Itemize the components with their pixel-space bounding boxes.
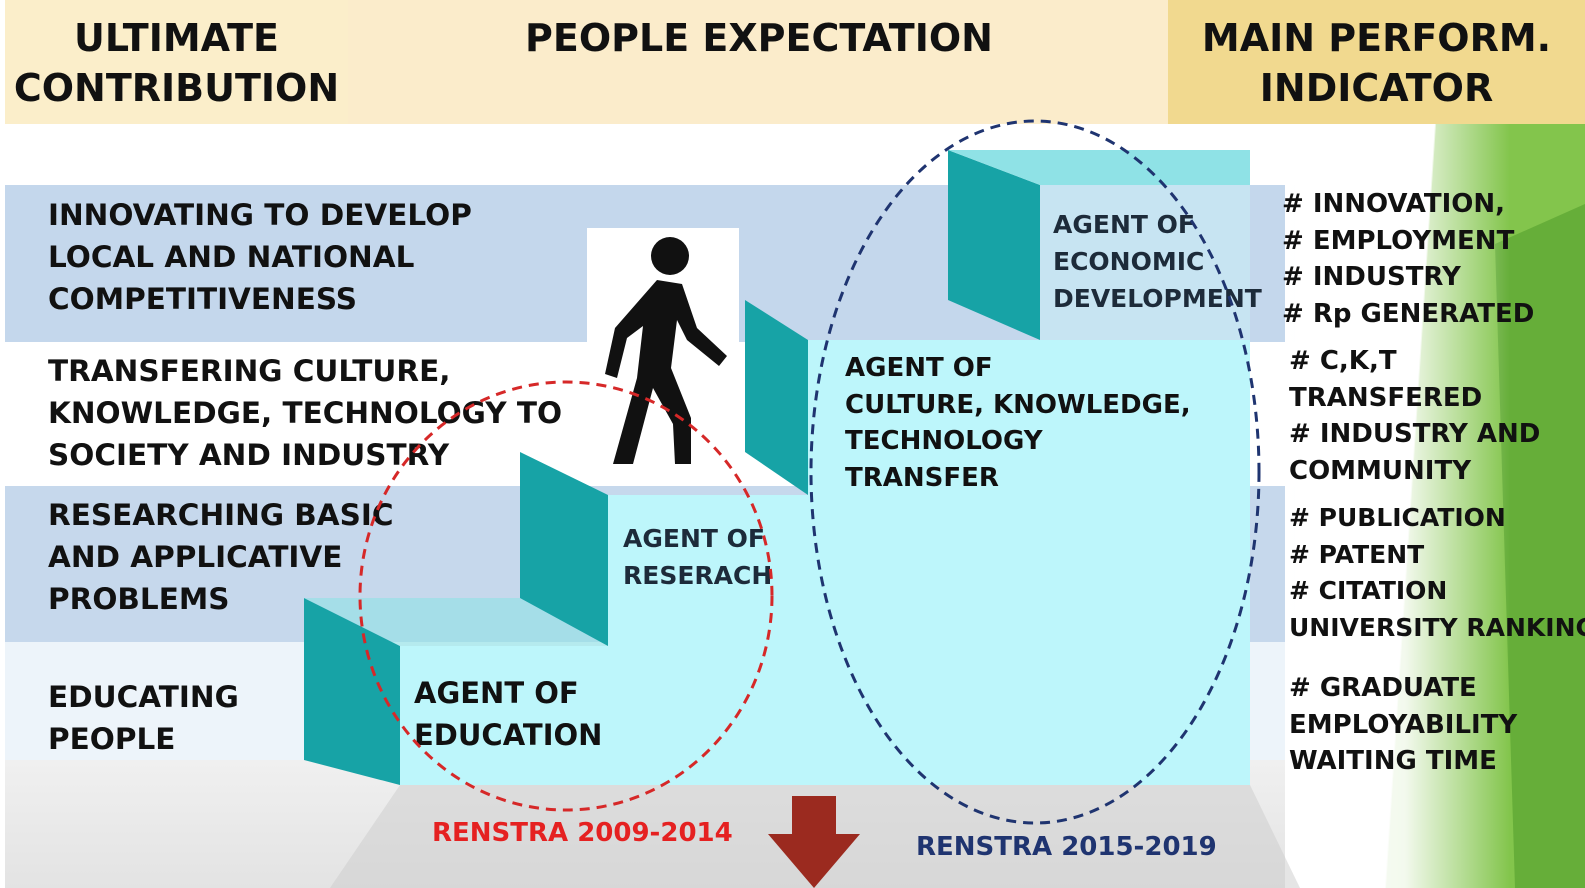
indicator-economic-line-1: # INNOVATION, bbox=[1282, 189, 1506, 219]
step-economic-top bbox=[948, 150, 1250, 185]
agent-culture-line-1: AGENT OF bbox=[845, 353, 993, 383]
indicator-culture-line-2: TRANSFERED bbox=[1289, 382, 1483, 413]
header-main-perform-indicator: MAIN PERFORM. INDICATOR bbox=[1168, 0, 1585, 124]
renstra-2015-ellipse bbox=[809, 119, 1261, 825]
row-researching-label: RESEARCHING BASIC AND APPLICATIVE PROBLE… bbox=[48, 494, 394, 620]
agent-culture-label: AGENT OF CULTURE, KNOWLEDGE, TECHNOLOGY … bbox=[845, 350, 1191, 496]
header-ultimate-contribution: ULTIMATE CONTRIBUTION bbox=[5, 0, 348, 124]
agent-culture-line-3: TECHNOLOGY bbox=[845, 426, 1043, 456]
indicator-research-line-3: # CITATION bbox=[1289, 576, 1448, 605]
agent-economic-line-2: ECONOMIC bbox=[1053, 247, 1205, 276]
agent-research-line-2: RESERACH bbox=[623, 561, 773, 590]
walking-person-icon bbox=[587, 228, 739, 472]
indicator-culture-line-3: # INDUSTRY AND bbox=[1289, 419, 1541, 449]
indicator-research-line-4: UNIVERSITY RANKING bbox=[1289, 612, 1585, 642]
indicator-research: # PUBLICATION # PATENT # CITATION UNIVER… bbox=[1289, 500, 1585, 646]
row-researching-line-3: PROBLEMS bbox=[48, 582, 230, 616]
agent-culture-line-2: CULTURE, KNOWLEDGE, bbox=[845, 389, 1191, 420]
row-educating-line-1: EDUCATING bbox=[48, 680, 239, 714]
step-culture-front bbox=[808, 340, 1250, 495]
step-economic-side bbox=[948, 150, 1040, 340]
step-research-side bbox=[520, 452, 608, 646]
step-economic-front bbox=[1040, 185, 1250, 340]
header-right-line-1: MAIN PERFORM. bbox=[1201, 16, 1552, 60]
row-researching-line-1: RESEARCHING BASIC bbox=[48, 498, 394, 532]
row-innovating-line-3: COMPETITIVENESS bbox=[48, 282, 358, 316]
row-innovating-line-2: LOCAL AND NATIONAL bbox=[48, 240, 415, 274]
indicator-fade bbox=[1285, 124, 1585, 888]
agent-education-label: AGENT OF EDUCATION bbox=[414, 672, 602, 756]
header-right-line-2: INDICATOR bbox=[1259, 66, 1494, 110]
row-educating-label: EDUCATING PEOPLE bbox=[48, 676, 239, 760]
step-culture-side bbox=[745, 300, 808, 495]
row-innovating-label: INNOVATING TO DEVELOP LOCAL AND NATIONAL… bbox=[48, 194, 472, 320]
indicator-economic: # INNOVATION, # EMPLOYMENT # INDUSTRY # … bbox=[1282, 186, 1534, 332]
header-people-expectation: PEOPLE EXPECTATION bbox=[348, 0, 1170, 124]
row-transfering-line-1: TRANSFERING CULTURE, bbox=[48, 354, 451, 388]
renstra-2009-ellipse bbox=[358, 380, 774, 812]
renstra-2009-label: RENSTRA 2009-2014 bbox=[432, 818, 733, 848]
down-arrow-icon bbox=[768, 796, 860, 888]
renstra-2015-label: RENSTRA 2015-2019 bbox=[916, 832, 1217, 862]
row-innovating-line-1: INNOVATING TO DEVELOP bbox=[48, 198, 472, 232]
agent-economic-line-1: AGENT OF bbox=[1053, 210, 1195, 239]
agent-education-line-2: EDUCATION bbox=[414, 718, 603, 752]
header-middle-text: PEOPLE EXPECTATION bbox=[525, 16, 993, 60]
indicator-economic-line-3: # INDUSTRY bbox=[1282, 262, 1461, 292]
indicator-economic-line-2: # EMPLOYMENT bbox=[1282, 225, 1515, 256]
indicator-culture-line-1: # C,K,T bbox=[1289, 346, 1397, 376]
indicator-education: # GRADUATE EMPLOYABILITY WAITING TIME bbox=[1289, 670, 1517, 780]
header-left-line-1: ULTIMATE bbox=[74, 16, 279, 60]
agent-education-line-1: AGENT OF bbox=[414, 676, 579, 710]
indicator-education-line-3: WAITING TIME bbox=[1289, 746, 1497, 776]
step-education-side bbox=[304, 598, 400, 785]
row-transfering-line-2: KNOWLEDGE, TECHNOLOGY TO bbox=[48, 396, 563, 430]
agent-research-line-1: AGENT OF bbox=[623, 524, 765, 553]
agent-culture-line-4: TRANSFER bbox=[845, 462, 999, 493]
row-transfering-label: TRANSFERING CULTURE, KNOWLEDGE, TECHNOLO… bbox=[48, 350, 562, 476]
indicator-economic-line-4: # Rp GENERATED bbox=[1282, 298, 1535, 329]
step-education-front bbox=[400, 646, 1250, 785]
indicator-education-line-2: EMPLOYABILITY bbox=[1289, 709, 1518, 740]
agent-economic-label: AGENT OF ECONOMIC DEVELOPMENT bbox=[1053, 206, 1262, 317]
agent-research-label: AGENT OF RESERACH bbox=[623, 520, 772, 594]
indicator-culture: # C,K,T TRANSFERED # INDUSTRY AND COMMUN… bbox=[1289, 343, 1540, 489]
row-researching-line-2: AND APPLICATIVE bbox=[48, 540, 343, 574]
step-research-front bbox=[608, 495, 1250, 646]
row-educating-line-2: PEOPLE bbox=[48, 722, 176, 756]
row-transfering-line-3: SOCIETY AND INDUSTRY bbox=[48, 438, 450, 472]
header-left-line-2: CONTRIBUTION bbox=[13, 66, 340, 110]
indicator-education-line-1: # GRADUATE bbox=[1289, 673, 1477, 703]
indicator-culture-line-4: COMMUNITY bbox=[1289, 455, 1472, 486]
indicator-research-line-2: # PATENT bbox=[1289, 539, 1425, 569]
indicator-research-line-1: # PUBLICATION bbox=[1289, 503, 1506, 532]
